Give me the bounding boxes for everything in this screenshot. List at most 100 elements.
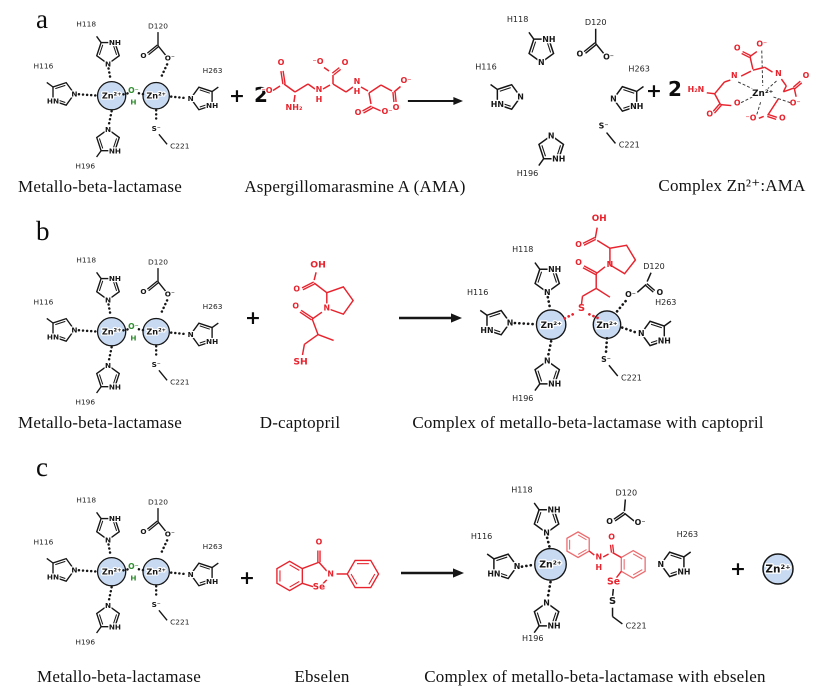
zinc-ion — [534, 547, 567, 581]
double-bond — [148, 282, 160, 292]
ring-nh: NH — [630, 102, 643, 111]
proline-ring — [609, 244, 637, 275]
zinc-ion — [535, 309, 567, 341]
bond — [311, 318, 319, 335]
double-bond — [98, 614, 104, 625]
ring-nh: HN — [47, 332, 59, 341]
bond — [780, 78, 787, 87]
double-bond — [767, 115, 777, 121]
methyl-bond — [96, 386, 102, 394]
bond — [323, 66, 330, 72]
coordination-bond — [620, 326, 639, 335]
bond — [764, 66, 773, 73]
caption-captopril: D-captopril — [259, 413, 341, 432]
bond — [720, 103, 732, 107]
caption-ama: Aspergillomarasmine A (AMA) — [244, 177, 466, 196]
residue-label: H116 — [471, 532, 492, 541]
double-bond — [536, 612, 542, 624]
residue-label: H116 — [34, 61, 54, 70]
atom-label: H — [316, 95, 323, 104]
residue-label: C221 — [170, 377, 190, 386]
residue-label: H118 — [76, 496, 96, 505]
bond — [302, 561, 320, 570]
bond — [368, 92, 372, 105]
imidazole-ring — [486, 309, 511, 336]
coordination-bond — [107, 543, 112, 558]
mbl-ebselen-complex-svg: NNHH118NHNH116NNHH196Zn²⁺NHOSeSC221D120O… — [470, 484, 700, 644]
bond — [293, 94, 296, 103]
double-bond — [199, 579, 210, 584]
arrow-head — [451, 313, 462, 323]
atom-label: N — [775, 69, 782, 78]
coordination-bond — [159, 63, 169, 80]
plus-sign-b: + — [245, 307, 261, 329]
coordination-bond — [169, 331, 188, 336]
bond — [767, 98, 780, 116]
bond — [608, 364, 619, 377]
coordination-bond — [137, 568, 146, 572]
atom-label: O — [140, 527, 146, 536]
double-bond — [670, 554, 682, 560]
bond — [595, 43, 605, 55]
residue-label: C221 — [619, 139, 640, 149]
ring-nitrogen: N — [657, 560, 664, 569]
methyl-bond — [96, 150, 102, 158]
coordination-bond — [614, 299, 627, 315]
ring-nh: NH — [109, 274, 121, 283]
double-bond — [98, 138, 104, 149]
coordination-bond — [77, 329, 97, 333]
atom-label: O — [803, 71, 810, 80]
panel-label-a: a — [36, 4, 48, 34]
double-bond — [302, 283, 315, 291]
methyl-bond — [211, 322, 219, 329]
double-bond — [394, 91, 397, 102]
bond — [595, 287, 611, 298]
bond — [611, 588, 615, 597]
bond — [706, 92, 715, 95]
double-bond — [741, 52, 750, 59]
residue-label: D120 — [148, 257, 168, 266]
arrow-head — [453, 568, 464, 578]
double-bond — [793, 80, 801, 88]
imidazole-ring — [528, 38, 555, 64]
coordination-bond — [107, 109, 113, 126]
double-bond — [552, 271, 557, 283]
residue-label: C221 — [170, 141, 190, 150]
ring-nh: NH — [109, 622, 121, 631]
ring-nh: HN — [491, 100, 504, 109]
coordination-bond — [546, 295, 552, 311]
atom-label: O — [577, 49, 584, 58]
double-bond — [536, 512, 542, 524]
caption-mbl-c: Metallo-beta-lactamase — [37, 667, 201, 686]
bond — [380, 84, 393, 92]
atom-label: H₂N — [688, 85, 705, 94]
bond — [322, 84, 331, 90]
double-bond — [614, 513, 626, 522]
coordination-bond — [107, 303, 112, 318]
methyl-bond — [533, 625, 540, 634]
bond — [636, 283, 647, 293]
methyl-bond — [96, 35, 102, 43]
coefficient-a2: 2 — [668, 77, 682, 101]
imidazole-ring — [496, 83, 522, 111]
imidazole-ring — [493, 553, 518, 580]
dashed-coordination — [756, 101, 762, 115]
coordination-bond — [545, 536, 551, 549]
ring-nitrogen: N — [514, 562, 521, 571]
double-bond — [496, 556, 508, 562]
bond — [157, 45, 167, 56]
double-bond — [632, 553, 643, 560]
double-bond — [362, 105, 372, 112]
imidazole-ring — [189, 562, 213, 587]
ring-nh: NH — [658, 337, 671, 346]
bond — [360, 86, 369, 92]
dashed-coordination — [740, 95, 756, 104]
zinc-ion — [142, 557, 170, 586]
zinc-ion — [96, 557, 127, 587]
double-bond — [552, 370, 557, 382]
double-bond — [112, 374, 118, 385]
residue-label: H118 — [507, 14, 529, 24]
atom-label: O — [734, 99, 741, 108]
double-bond — [300, 309, 314, 319]
